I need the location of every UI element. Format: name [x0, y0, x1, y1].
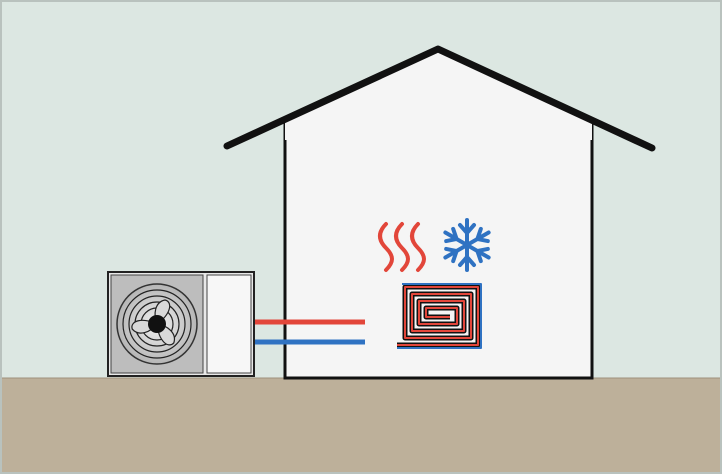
roof	[223, 45, 656, 152]
heat-pump-outdoor-unit-icon	[107, 271, 255, 377]
service-panel	[206, 274, 252, 374]
house-outline-icon	[223, 45, 656, 380]
snowflake-icon	[443, 218, 491, 272]
fan-icon	[116, 283, 198, 365]
heat-waves-icon	[378, 222, 426, 272]
underfloor-heating-coil-icon	[397, 283, 482, 349]
ground-strip	[2, 378, 720, 472]
